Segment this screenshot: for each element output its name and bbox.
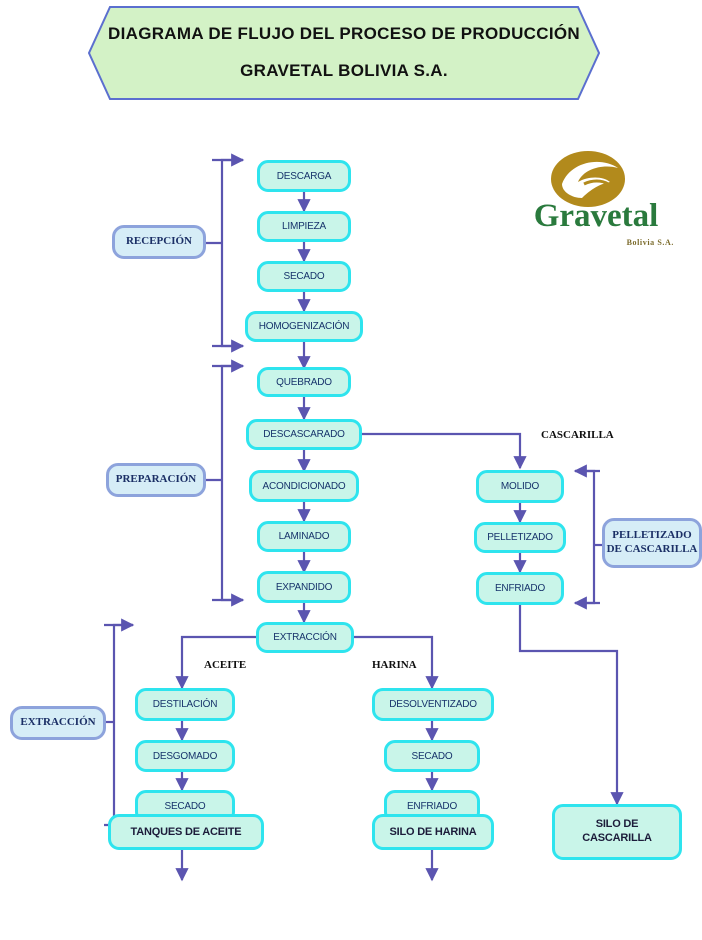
phase-extraccion: EXTRACCIÓN xyxy=(10,706,106,740)
step-expandido: EXPANDIDO xyxy=(257,571,351,603)
step-quebrado: QUEBRADO xyxy=(257,367,351,397)
step-desgomado: DESGOMADO xyxy=(135,740,235,772)
bracket-extraccion xyxy=(112,623,133,827)
step-descarga: DESCARGA xyxy=(257,160,351,192)
step-secado-harina: SECADO xyxy=(384,740,480,772)
output-silo-cascarilla-line2: CASCARILLA xyxy=(582,832,652,844)
phase-pelletizado-line1: PELLETIZADO xyxy=(612,529,692,542)
title-banner xyxy=(88,6,600,100)
arrow-extraccion-harina xyxy=(354,635,439,690)
label-aceite: ACEITE xyxy=(204,659,247,671)
step-acondicionado: ACONDICIONADO xyxy=(249,470,359,502)
phase-recepcion: RECEPCIÓN xyxy=(112,225,206,259)
arrow-descascarado-molido xyxy=(362,432,527,470)
banner-title-line1: DIAGRAMA DE FLUJO DEL PROCESO DE PRODUCC… xyxy=(108,24,580,43)
bracket-recepcion xyxy=(220,158,243,348)
output-silo-de-harina: SILO DE HARINA xyxy=(372,814,494,850)
bracket-preparacion xyxy=(220,364,243,602)
bracket-pelletizado xyxy=(575,469,596,605)
arrow-enfriado-silo-cascarilla xyxy=(518,604,624,806)
logo-subtitle: Bolivia S.A. xyxy=(626,238,674,247)
label-harina: HARINA xyxy=(372,659,417,671)
logo-wordmark: Gravetal xyxy=(533,198,659,234)
arrow-extraccion-aceite xyxy=(175,635,256,690)
step-desolventizado: DESOLVENTIZADO xyxy=(372,688,494,721)
banner-title-line2: GRAVETAL BOLIVIA S.A. xyxy=(240,61,448,80)
step-laminado: LAMINADO xyxy=(257,521,351,552)
output-silo-de-cascarilla: SILO DE CASCARILLA xyxy=(552,804,682,860)
step-destilacion: DESTILACIÓN xyxy=(135,688,235,721)
label-cascarilla: CASCARILLA xyxy=(541,429,614,441)
step-limpieza: LIMPIEZA xyxy=(257,211,351,242)
phase-pelletizado-de-cascarilla: PELLETIZADO DE CASCARILLA xyxy=(602,518,702,568)
phase-preparacion: PREPARACIÓN xyxy=(106,463,206,497)
phase-pelletizado-line2: DE CASCARILLA xyxy=(606,543,698,555)
step-descascarado: DESCASCARADO xyxy=(246,419,362,450)
step-pelletizado: PELLETIZADO xyxy=(474,522,566,553)
step-homogenizacion: HOMOGENIZACIÓN xyxy=(245,311,363,342)
step-molido: MOLIDO xyxy=(476,470,564,503)
step-secado-recepcion: SECADO xyxy=(257,261,351,292)
gravetal-logo-icon xyxy=(551,151,625,207)
output-silo-cascarilla-line1: SILO DE xyxy=(595,818,639,831)
step-enfriado-cascarilla: ENFRIADO xyxy=(476,572,564,605)
output-tanques-de-aceite: TANQUES DE ACEITE xyxy=(108,814,264,850)
step-extraccion: EXTRACCIÓN xyxy=(256,622,354,653)
